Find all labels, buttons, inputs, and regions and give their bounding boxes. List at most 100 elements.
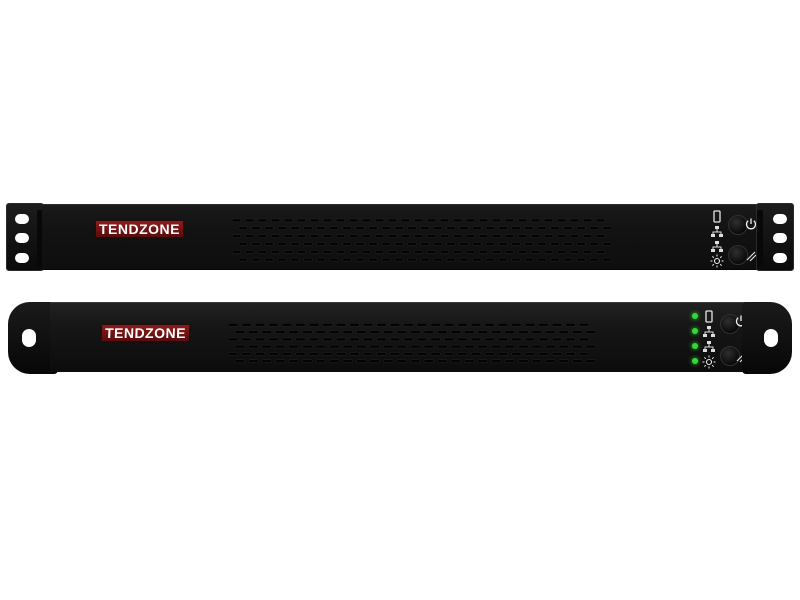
vent-slot bbox=[268, 352, 279, 356]
handle-slot bbox=[22, 329, 36, 347]
vent-slot bbox=[356, 344, 367, 349]
vent-slot bbox=[413, 218, 424, 223]
vent-slot bbox=[491, 330, 502, 334]
vent-slot bbox=[457, 337, 468, 342]
vent-slot bbox=[251, 226, 261, 230]
vent-grille bbox=[230, 214, 616, 266]
vent-slot bbox=[498, 257, 508, 262]
vent-slot bbox=[531, 359, 543, 363]
vent-slot bbox=[362, 337, 374, 342]
vent-slot bbox=[524, 352, 536, 356]
vent-slot bbox=[504, 234, 515, 238]
vent-slot bbox=[403, 323, 414, 327]
vent-slot bbox=[569, 234, 580, 238]
mount-hole bbox=[15, 253, 29, 263]
vent-slot bbox=[322, 218, 333, 223]
vent-slot bbox=[589, 226, 599, 230]
vent-slot bbox=[376, 352, 387, 356]
vent-slot bbox=[403, 352, 414, 356]
vent-slot bbox=[389, 323, 401, 327]
front-panel: TENDZONE bbox=[50, 302, 750, 372]
vent-slot bbox=[556, 218, 567, 223]
vent-slot bbox=[241, 337, 252, 342]
vent-slot bbox=[248, 330, 259, 334]
vent-slot bbox=[551, 337, 563, 342]
mount-hole bbox=[773, 214, 787, 224]
vent-slot bbox=[275, 344, 286, 349]
vent-slot bbox=[484, 352, 495, 356]
vent-slot bbox=[511, 352, 522, 356]
vent-slot bbox=[261, 344, 273, 349]
vent-slot bbox=[485, 242, 495, 246]
vent-slot bbox=[362, 323, 374, 327]
vent-slot bbox=[550, 226, 560, 230]
vent-slot bbox=[538, 352, 549, 356]
vent-slot bbox=[383, 330, 394, 334]
vent-slot bbox=[335, 323, 347, 327]
vent-slot bbox=[578, 337, 590, 342]
vent-slot bbox=[315, 359, 327, 363]
vent-slot bbox=[578, 352, 590, 356]
vent-slot bbox=[602, 257, 612, 262]
power-button[interactable] bbox=[728, 215, 748, 235]
network-icon bbox=[710, 240, 724, 254]
vent-slot bbox=[452, 218, 463, 223]
power-button[interactable] bbox=[720, 314, 740, 334]
vent-slot bbox=[283, 250, 294, 254]
vent-slot bbox=[477, 330, 489, 334]
vent-slot bbox=[446, 242, 456, 246]
vent-slot bbox=[254, 323, 266, 327]
vent-slot bbox=[423, 359, 435, 363]
vent-slot bbox=[329, 344, 340, 349]
vent-slot bbox=[261, 359, 273, 363]
vent-slot bbox=[396, 359, 408, 363]
rack-mount-ear-right bbox=[756, 203, 794, 271]
vent-slot bbox=[497, 323, 509, 327]
vent-slot bbox=[342, 257, 352, 262]
vent-slot bbox=[369, 359, 381, 363]
vent-slot bbox=[491, 234, 502, 238]
vent-slot bbox=[556, 234, 567, 238]
vent-slot bbox=[450, 344, 462, 349]
vent-slot bbox=[477, 359, 489, 363]
vent-slot bbox=[387, 218, 398, 223]
vent-slot bbox=[315, 344, 327, 349]
vent-slot bbox=[376, 337, 387, 342]
vent-slot bbox=[270, 234, 281, 238]
vent-slot bbox=[349, 337, 360, 342]
vent-slot bbox=[251, 257, 261, 262]
vent-slot bbox=[437, 344, 448, 349]
vent-slot bbox=[524, 242, 534, 246]
vent-slot bbox=[356, 359, 367, 363]
vent-slot bbox=[400, 234, 411, 238]
vent-slot bbox=[551, 352, 563, 356]
vent-slot bbox=[595, 218, 606, 223]
vent-slot bbox=[420, 226, 430, 230]
rack-handle-left[interactable] bbox=[8, 302, 58, 374]
status-led bbox=[692, 328, 698, 334]
vent-slot bbox=[491, 359, 502, 363]
vent-slot bbox=[504, 359, 516, 363]
vent-slot bbox=[504, 218, 515, 223]
vent-slot bbox=[538, 337, 549, 342]
reset-button[interactable] bbox=[720, 346, 740, 366]
vent-slot bbox=[410, 359, 421, 363]
vent-slot bbox=[543, 234, 554, 238]
vent-slot bbox=[430, 352, 441, 356]
reset-button[interactable] bbox=[728, 245, 748, 265]
vent-slot bbox=[524, 257, 534, 262]
vent-slot bbox=[524, 226, 534, 230]
vent-slot bbox=[362, 352, 374, 356]
vent-slot bbox=[322, 337, 333, 342]
vent-slot bbox=[420, 257, 430, 262]
vent-slot bbox=[426, 250, 437, 254]
vent-slot bbox=[254, 337, 266, 342]
vent-slot bbox=[530, 250, 541, 254]
vent-slot bbox=[511, 323, 522, 327]
vent-slot bbox=[281, 337, 293, 342]
rack-handle-right[interactable] bbox=[742, 302, 792, 374]
vent-slot bbox=[275, 330, 286, 334]
control-area bbox=[688, 310, 750, 370]
vent-slot bbox=[443, 337, 455, 342]
vent-slot bbox=[517, 218, 528, 223]
